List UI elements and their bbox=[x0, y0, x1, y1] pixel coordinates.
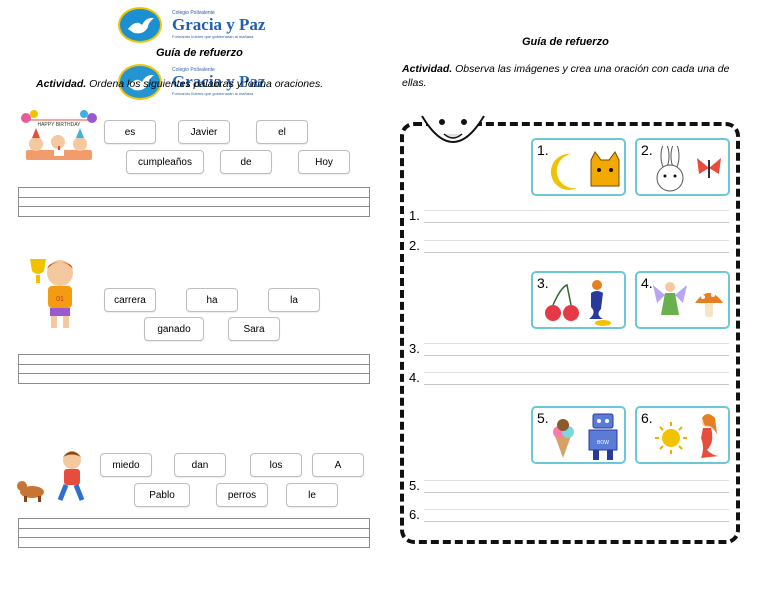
logo-school-text: Colegio Polivalente bbox=[172, 10, 215, 16]
cat-icon bbox=[590, 151, 620, 187]
answer-line[interactable] bbox=[424, 252, 729, 253]
instruction-label: Actividad. bbox=[36, 78, 87, 90]
picture-number: 5. bbox=[537, 410, 549, 426]
picture-card-6: 6. bbox=[635, 406, 730, 464]
fairy-icon bbox=[653, 282, 687, 315]
butterfly-icon bbox=[697, 158, 721, 178]
answer-guide-line bbox=[424, 343, 729, 344]
answer-line[interactable] bbox=[424, 384, 729, 385]
word-card[interactable]: Hoy bbox=[298, 150, 350, 174]
picture-card-3: 3. bbox=[531, 271, 626, 329]
dove-icon bbox=[118, 7, 162, 43]
logo-name: Gracia y Paz bbox=[172, 72, 266, 91]
word-card[interactable]: la bbox=[268, 288, 320, 312]
right-instruction: Actividad. Observa las imágenes y crea u… bbox=[402, 62, 742, 90]
logo-motto: Formando líderes que gobiernarán al maña… bbox=[172, 91, 254, 96]
rabbit-icon bbox=[656, 146, 684, 192]
mushroom-icon bbox=[695, 293, 723, 317]
word-card[interactable]: de bbox=[220, 150, 272, 174]
answer-number: 4. bbox=[409, 370, 420, 385]
sun-icon bbox=[655, 422, 687, 454]
activity-frame bbox=[400, 122, 740, 544]
school-logo: Colegio Polivalente Gracia y Paz Formand… bbox=[118, 7, 273, 47]
answer-line[interactable] bbox=[424, 355, 729, 356]
school-logo-overlap: Colegio Polivalente Gracia y Paz Formand… bbox=[118, 64, 273, 104]
answer-line[interactable] bbox=[424, 521, 729, 522]
word-card[interactable]: A bbox=[312, 453, 364, 477]
answer-number: 1. bbox=[409, 208, 420, 223]
word-card[interactable]: los bbox=[250, 453, 302, 477]
answer-line[interactable] bbox=[424, 222, 729, 223]
writing-lines[interactable] bbox=[18, 518, 370, 548]
dog-chase-illustration bbox=[16, 448, 88, 506]
robot-icon: BOW bbox=[588, 413, 618, 460]
picture-number: 2. bbox=[641, 142, 653, 158]
cartoon-face-icon bbox=[418, 108, 488, 162]
picture-card-5: 5. BOW bbox=[531, 406, 626, 464]
instruction-text: Observa las imágenes y crea una oración … bbox=[402, 63, 730, 89]
ice-cream-icon bbox=[553, 419, 574, 458]
picture-card-4: 4. bbox=[635, 271, 730, 329]
word-card[interactable]: cumpleaños bbox=[126, 150, 204, 174]
left-guide-title: Guía de refuerzo bbox=[156, 47, 243, 59]
left-instruction: Actividad. Ordena los siguientes palabra… bbox=[36, 77, 366, 91]
word-card[interactable]: Sara bbox=[228, 317, 280, 341]
answer-guide-line bbox=[424, 509, 729, 510]
answer-guide-line bbox=[424, 372, 729, 373]
moon-icon bbox=[550, 153, 577, 190]
robot-label: BOW bbox=[597, 440, 609, 446]
writing-lines[interactable] bbox=[18, 354, 370, 384]
writing-lines[interactable] bbox=[18, 187, 370, 217]
word-card[interactable]: Pablo bbox=[134, 483, 190, 507]
happy-birthday-banner: HAPPY BIRTHDAY bbox=[37, 122, 81, 128]
word-card[interactable]: ha bbox=[186, 288, 238, 312]
word-card[interactable]: es bbox=[104, 120, 156, 144]
trophy-kid-illustration: 01 bbox=[24, 255, 86, 331]
word-card[interactable]: dan bbox=[174, 453, 226, 477]
answer-guide-line bbox=[424, 240, 729, 241]
answer-guide-line bbox=[424, 210, 729, 211]
picture-number: 6. bbox=[641, 410, 653, 426]
instruction-text: Ordena los siguientes palabras y forma o… bbox=[86, 78, 324, 90]
answer-number: 3. bbox=[409, 341, 420, 356]
picture-number: 1. bbox=[537, 142, 549, 158]
word-card[interactable]: perros bbox=[216, 483, 268, 507]
birthday-illustration: HAPPY BIRTHDAY bbox=[20, 110, 98, 168]
answer-number: 2. bbox=[409, 238, 420, 253]
mermaid-icon bbox=[701, 414, 719, 458]
picture-card-1: 1. bbox=[531, 138, 626, 196]
word-card[interactable]: carrera bbox=[104, 288, 156, 312]
instruction-label: Actividad. bbox=[402, 63, 453, 75]
answer-number: 5. bbox=[409, 478, 420, 493]
logo-name: Gracia y Paz bbox=[172, 15, 266, 34]
word-card[interactable]: miedo bbox=[100, 453, 152, 477]
word-card[interactable]: el bbox=[256, 120, 308, 144]
picture-number: 3. bbox=[537, 275, 549, 291]
right-guide-title: Guía de refuerzo bbox=[522, 36, 609, 48]
picture-number: 4. bbox=[641, 275, 653, 291]
logo-motto: Formando líderes que gobiernarán al maña… bbox=[172, 34, 254, 39]
answer-number: 6. bbox=[409, 507, 420, 522]
word-card[interactable]: ganado bbox=[144, 317, 204, 341]
cherries-icon bbox=[545, 284, 579, 321]
dove-icon bbox=[118, 64, 162, 100]
medal-number: 01 bbox=[56, 296, 64, 303]
answer-line[interactable] bbox=[424, 492, 729, 493]
genie-icon bbox=[589, 280, 611, 326]
word-card[interactable]: Javier bbox=[178, 120, 230, 144]
logo-school-text: Colegio Polivalente bbox=[172, 67, 215, 73]
picture-card-2: 2. bbox=[635, 138, 730, 196]
answer-guide-line bbox=[424, 480, 729, 481]
word-card[interactable]: le bbox=[286, 483, 338, 507]
